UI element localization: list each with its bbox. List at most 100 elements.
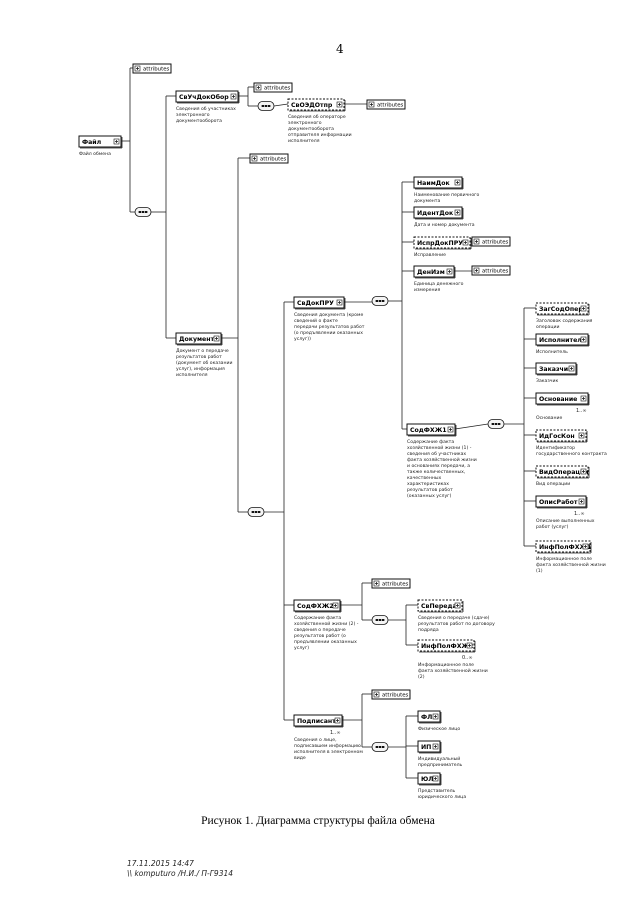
element-description: Документ о передаче bbox=[176, 348, 229, 354]
element-description: результатов работ по договору bbox=[418, 621, 495, 627]
element-description: исполнителя bbox=[288, 139, 320, 144]
attributes-label: attributes bbox=[143, 67, 170, 73]
element-label: ФЛ bbox=[421, 714, 432, 721]
attributes-group[interactable]: attributes bbox=[132, 63, 172, 74]
element-description: факта хозяйственной жизни bbox=[407, 456, 477, 463]
element-description: Вид операции bbox=[536, 481, 570, 487]
element-label: Заказчик bbox=[539, 366, 573, 373]
element-description: документа bbox=[414, 199, 440, 204]
element-description: факта хозяйственной жизни bbox=[418, 667, 488, 674]
attributes-group[interactable]: attributes bbox=[371, 689, 411, 700]
element-description: Наименование первичного bbox=[414, 192, 480, 198]
element-fl[interactable]: ФЛ Физическое лицо bbox=[417, 710, 460, 732]
element-description: измерения bbox=[414, 288, 440, 293]
element-label: ЮЛ bbox=[421, 776, 433, 783]
element-description: Сведения об участниках bbox=[176, 106, 236, 112]
element-description: Сведения о лице, bbox=[294, 737, 337, 743]
element-label: ИП bbox=[421, 744, 431, 751]
element-description: хозяйственной жизни (2) - bbox=[294, 620, 359, 627]
element-description: услуг)) bbox=[294, 336, 311, 342]
figure-caption: Рисунок 1. Диаграмма структуры файла обм… bbox=[201, 815, 435, 827]
element-description: качественных bbox=[407, 476, 441, 481]
attributes-group[interactable]: attributes bbox=[471, 236, 511, 247]
element-label: СодФХЖ2 bbox=[297, 603, 334, 610]
element-description: документооборота bbox=[288, 126, 334, 132]
element-description: Идентификатор bbox=[536, 445, 575, 451]
element-description: предъявлении оказанных bbox=[294, 640, 357, 645]
element-label: СвУчДокОбор bbox=[179, 93, 229, 101]
page-number: 4 bbox=[336, 42, 344, 56]
element-description: результатов работ bbox=[407, 487, 453, 493]
attributes-label: attributes bbox=[482, 269, 509, 275]
element-label: Файл bbox=[82, 138, 102, 146]
attributes-group[interactable]: attributes bbox=[471, 265, 511, 276]
element-label: СвДокПРУ bbox=[297, 300, 334, 307]
element-description: результатов работ (о bbox=[294, 633, 346, 639]
element-description: Информационное поле bbox=[536, 556, 592, 562]
element-label: Документ bbox=[179, 336, 215, 343]
element-description: Физическое лицо bbox=[418, 726, 460, 732]
element-description: Заказчик bbox=[536, 378, 558, 384]
element-description: сведения о передаче bbox=[294, 628, 346, 633]
attributes-label: attributes bbox=[264, 86, 291, 92]
element-description: Описание выполненных bbox=[536, 518, 595, 524]
element-label: ОписРабот bbox=[539, 498, 578, 506]
element-description: и основаниях передачи, а bbox=[407, 464, 470, 469]
element-label: Основание bbox=[539, 396, 577, 403]
element-description: Основание bbox=[536, 415, 562, 421]
element-description: Дата и номер документа bbox=[414, 222, 475, 228]
element-description: характеристиках bbox=[407, 482, 449, 487]
attributes-group[interactable]: attributes bbox=[253, 82, 293, 93]
element-label: Исполнитель bbox=[539, 337, 586, 344]
attributes-group[interactable]: attributes bbox=[371, 578, 411, 589]
element-description: хозяйственной жизни (1) - bbox=[407, 444, 472, 451]
element-description: результатов работ bbox=[176, 354, 222, 360]
element-label: ИнфПолФХЖ1 bbox=[539, 543, 591, 551]
attributes-group[interactable]: attributes bbox=[366, 99, 406, 110]
attributes-label: attributes bbox=[382, 582, 409, 588]
element-label: ИспрДокПРУ bbox=[417, 240, 463, 247]
element-description: (1) bbox=[536, 568, 543, 574]
element-description: Сведения о передаче (сдаче) bbox=[418, 615, 490, 621]
element-description: виде bbox=[294, 756, 306, 761]
element-description: предприниматель bbox=[418, 763, 463, 768]
element-label: ИдентДок bbox=[417, 210, 454, 217]
multiplicity-label: 1..∞ bbox=[330, 730, 341, 736]
element-description: исполнителя bbox=[176, 373, 208, 378]
element-description: исполнителя в электронном bbox=[294, 750, 363, 755]
element-description: подряда bbox=[418, 628, 439, 633]
element-description: операции bbox=[536, 325, 559, 330]
element-description: Заголовок содержания bbox=[536, 318, 593, 324]
element-description: передачи результатов работ bbox=[294, 324, 365, 330]
element-description: документооборота bbox=[176, 118, 222, 124]
element-description: Файл обмена bbox=[79, 150, 111, 157]
element-description: Содержание факта bbox=[294, 615, 341, 621]
element-description: Сведения об операторе bbox=[288, 114, 346, 120]
element-label: НаимДок bbox=[417, 180, 451, 187]
attributes-group[interactable]: attributes bbox=[249, 153, 289, 164]
